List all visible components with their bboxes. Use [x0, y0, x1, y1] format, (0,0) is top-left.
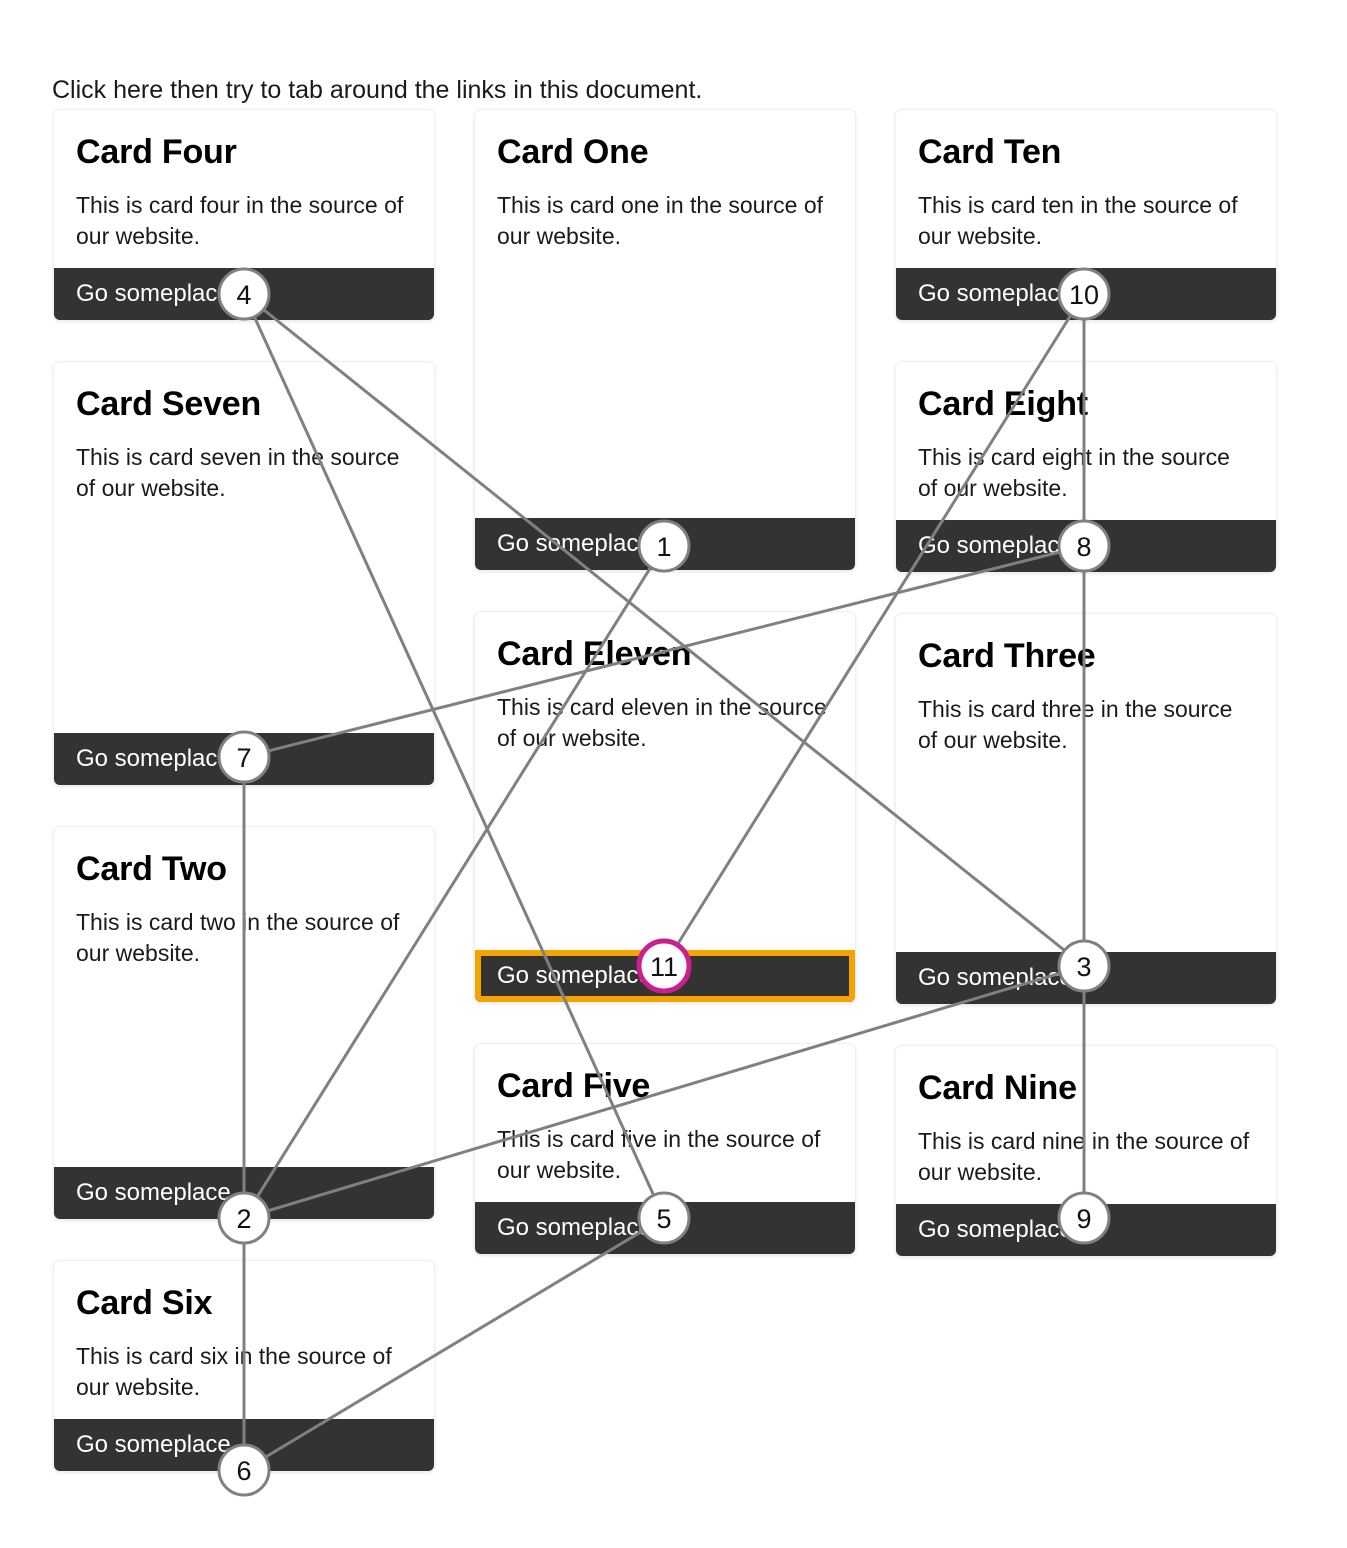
card-description: This is card eleven in the source of our…	[497, 694, 827, 751]
card-link-card-eleven[interactable]: Go someplace	[497, 962, 652, 989]
card-link-card-four[interactable]: Go someplace	[76, 280, 231, 307]
card-footer: Go someplace	[54, 733, 434, 785]
card-link-card-one[interactable]: Go someplace	[497, 530, 652, 557]
card-title: Card Five	[497, 1067, 651, 1105]
card-title: Card Nine	[918, 1069, 1077, 1107]
card-description: This is card two in the source of our we…	[76, 909, 400, 966]
card-title: Card Six	[76, 1284, 213, 1322]
card-footer: Go someplace	[475, 1202, 855, 1254]
page-instruction: Click here then try to tab around the li…	[52, 76, 703, 104]
card-link-card-eight[interactable]: Go someplace	[918, 532, 1073, 559]
card-footer: Go someplace	[54, 1419, 434, 1471]
card-footer: Go someplace	[896, 520, 1276, 572]
card-link-card-two[interactable]: Go someplace	[76, 1179, 231, 1206]
card-description: This is card three in the source of our …	[918, 696, 1233, 753]
card-link-card-ten[interactable]: Go someplace	[918, 280, 1073, 307]
card-title: Card Ten	[918, 133, 1062, 171]
card-description: This is card eight in the source of our …	[918, 444, 1230, 501]
card-description: This is card ten in the source of our we…	[918, 192, 1238, 249]
card-description: This is card nine in the source of our w…	[918, 1128, 1250, 1185]
card-footer: Go someplace	[475, 950, 855, 1002]
card-link-card-six[interactable]: Go someplace	[76, 1431, 231, 1458]
card-title: Card Three	[918, 637, 1096, 675]
card-title: Card Eleven	[497, 635, 692, 673]
card-footer: Go someplace	[54, 268, 434, 320]
card-title: Card Seven	[76, 385, 262, 423]
card-footer: Go someplace	[896, 1204, 1276, 1256]
card-link-card-seven[interactable]: Go someplace	[76, 745, 231, 772]
card-description: This is card five in the source of our w…	[497, 1126, 821, 1183]
card-description: This is card four in the source of our w…	[76, 192, 404, 249]
card-footer: Go someplace	[896, 268, 1276, 320]
card-description: This is card one in the source of our we…	[497, 192, 823, 249]
card-link-card-nine[interactable]: Go someplace	[918, 1216, 1073, 1243]
card-title: Card Two	[76, 850, 227, 888]
card-footer: Go someplace	[475, 518, 855, 570]
card-title: Card Eight	[918, 385, 1088, 423]
card-description: This is card seven in the source of our …	[76, 444, 400, 501]
card-link-card-five[interactable]: Go someplace	[497, 1214, 652, 1241]
card-description: This is card six in the source of our we…	[76, 1343, 392, 1400]
card-footer: Go someplace	[896, 952, 1276, 1004]
card-link-card-three[interactable]: Go someplace	[918, 964, 1073, 991]
card-title: Card One	[497, 133, 649, 171]
card-title: Card Four	[76, 133, 237, 171]
card-footer: Go someplace	[54, 1167, 434, 1219]
